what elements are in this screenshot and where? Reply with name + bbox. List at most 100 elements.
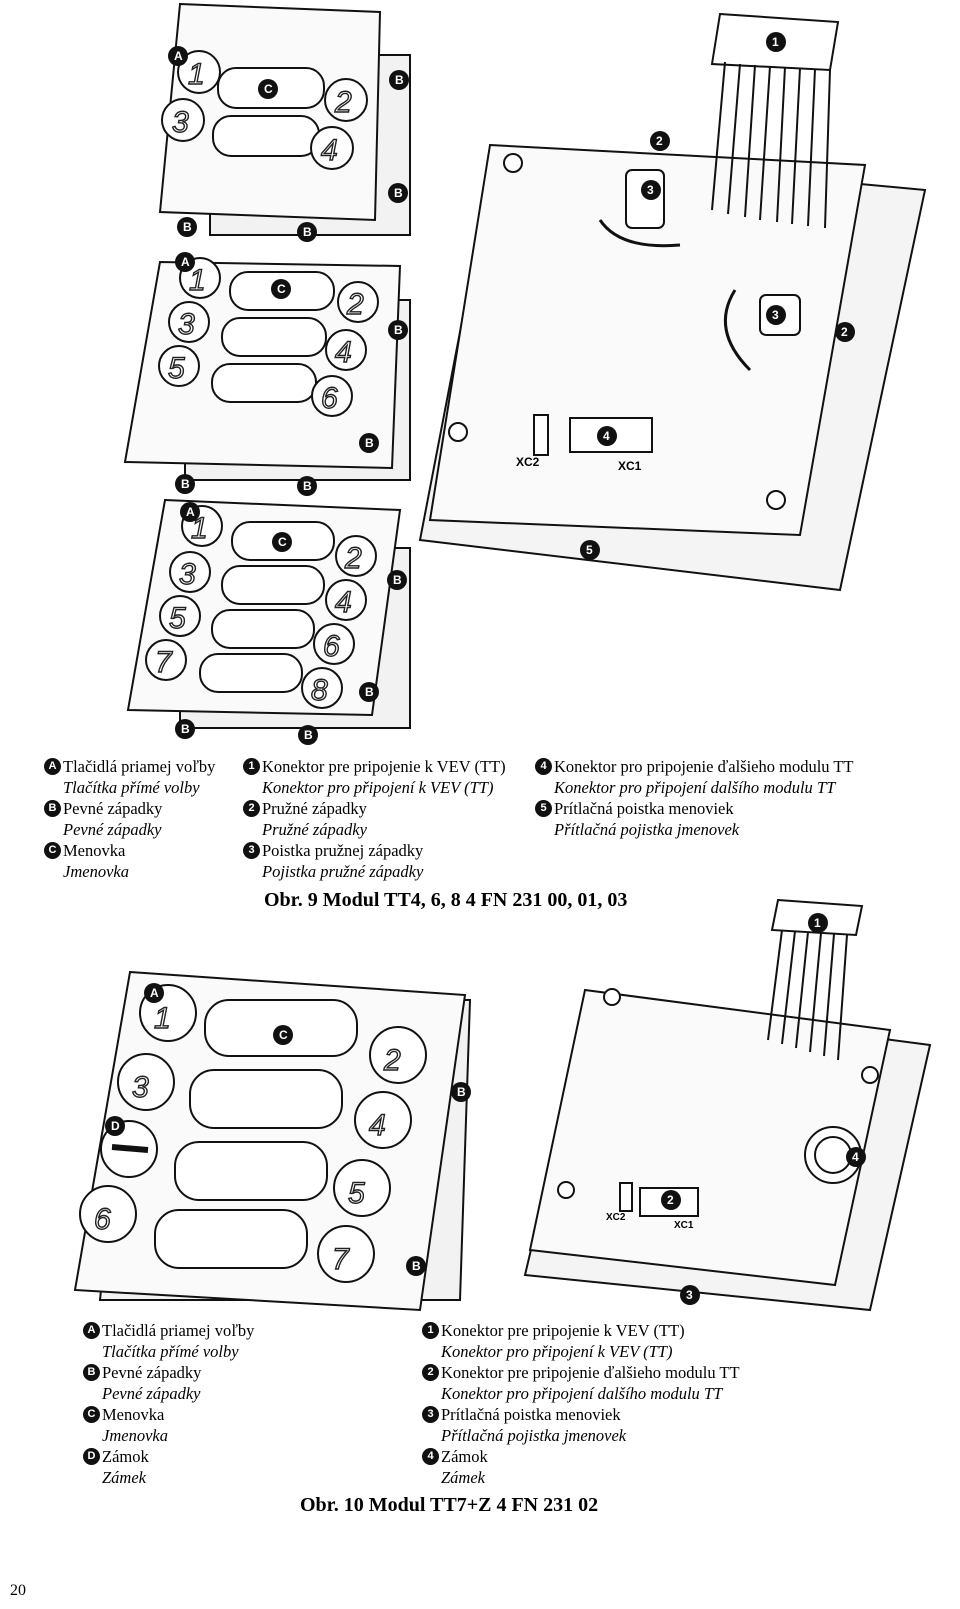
legend-badge: D (83, 1448, 100, 1465)
callout-3: 3 (686, 1288, 693, 1302)
callout-c: C (279, 1028, 288, 1042)
callout-b: B (394, 323, 403, 337)
callout-b: B (304, 728, 313, 742)
module-tt6-drawing (123, 257, 411, 481)
callout-a: A (186, 505, 195, 519)
callout-b: B (365, 436, 374, 450)
legend-text-sk: Poistka pružnej západky (262, 841, 424, 860)
legend-text-cz: Tlačítka přímé volby (102, 1342, 239, 1361)
legend-item: Konektor pro připojení dalšího modulu TT (422, 1383, 740, 1404)
module-tt4-drawing (158, 2, 411, 236)
key-label: 4 (335, 336, 352, 369)
key-label: 3 (178, 308, 195, 341)
legend-text-cz: Konektor pro připojení k VEV (TT) (441, 1342, 673, 1361)
legend-item: Pojistka pružné západky (243, 861, 506, 882)
legend-badge: 3 (422, 1406, 439, 1423)
legend-text-cz: Pevné západky (63, 820, 162, 839)
legend-text-sk: Menovka (102, 1405, 165, 1424)
callout-b: B (412, 1259, 421, 1273)
legend-item: Zámek (422, 1467, 740, 1488)
key-label: 6 (94, 1203, 111, 1236)
legend-item: Tlačítka přímé volby (83, 1341, 254, 1362)
legend-text-sk: Menovka (63, 841, 126, 860)
legend-badge: A (83, 1322, 100, 1339)
legend-text-sk: Zámok (102, 1447, 149, 1466)
legend-item: Konektor pro připojení k VEV (TT) (243, 777, 506, 798)
callout-d: D (111, 1119, 120, 1133)
legend-badge: 2 (243, 800, 260, 817)
key-label: 1 (154, 1002, 171, 1035)
callout-b: B (183, 220, 192, 234)
key-label: 3 (179, 558, 196, 591)
callout-5: 5 (586, 543, 593, 557)
callout-c: C (278, 535, 287, 549)
callout-b: B (457, 1085, 466, 1099)
legend-text-cz: Přítlačná pojistka jmenovek (554, 820, 740, 839)
board-fig9-drawing (418, 12, 927, 592)
legend-text-sk: Prítlačná poistka menoviek (554, 799, 734, 818)
legend-badge: 3 (243, 842, 260, 859)
legend-text-sk: Konektor pre pripojenie ďalšieho modulu … (441, 1363, 740, 1382)
callout-4: 4 (852, 1150, 859, 1164)
figure9-caption: Obr. 9 Modul TT4, 6, 8 4 FN 231 00, 01, … (264, 889, 628, 911)
key-label: 4 (321, 134, 338, 167)
legend-badge: 4 (422, 1448, 439, 1465)
legend-badge: A (44, 758, 61, 775)
legend-text-cz: Konektor pro připojení dalšího modulu TT (441, 1384, 723, 1403)
legend-text-sk: Pevné západky (63, 799, 163, 818)
xc2-label: XC2 (606, 1212, 626, 1223)
legend-item: Zámek (83, 1467, 254, 1488)
legend-text-sk: Pružné západky (262, 799, 367, 818)
legend-badge: B (44, 800, 61, 817)
callout-a: A (174, 49, 183, 63)
fig10-callouts: A C B D B 1 4 2 3 (105, 913, 866, 1305)
callout-3: 3 (647, 183, 654, 197)
legend-item: Pružné západky (243, 819, 506, 840)
legend-badge: 2 (422, 1364, 439, 1381)
key-label: 2 (383, 1044, 401, 1077)
key-label: 1 (189, 264, 206, 297)
callout-b: B (303, 479, 312, 493)
legend-text-cz: Pružné západky (262, 820, 367, 839)
key-label: 6 (321, 382, 338, 415)
callout-b: B (303, 225, 312, 239)
legend-item: Konektor pro připojení k VEV (TT) (422, 1341, 740, 1362)
key-label: 7 (332, 1243, 350, 1276)
key-label: 3 (172, 106, 189, 139)
legend-badge: C (83, 1406, 100, 1423)
callout-a: A (150, 986, 159, 1000)
legend-item: Pevné západky (83, 1383, 254, 1404)
callout-1: 1 (814, 916, 821, 930)
legend-text-cz: Konektor pro připojení k VEV (TT) (262, 778, 494, 797)
legend-item: Jmenovka (83, 1425, 254, 1446)
legend-badge: 1 (243, 758, 260, 775)
key-label: 6 (323, 630, 340, 663)
page-number: 20 (10, 1582, 26, 1599)
key-label: 7 (155, 646, 173, 679)
key-label: 2 (344, 542, 362, 575)
callout-3: 3 (772, 308, 779, 322)
callout-2: 2 (667, 1193, 674, 1207)
legend-text-cz: Přítlačná pojistka jmenovek (441, 1426, 627, 1445)
legend-badge: 1 (422, 1322, 439, 1339)
legend-text-cz: Jmenovka (102, 1426, 168, 1445)
legend-text-sk: Konektor pre pripojenie k VEV (TT) (441, 1321, 685, 1340)
module-tt8-drawing (126, 498, 411, 729)
key-label: 5 (348, 1177, 365, 1210)
